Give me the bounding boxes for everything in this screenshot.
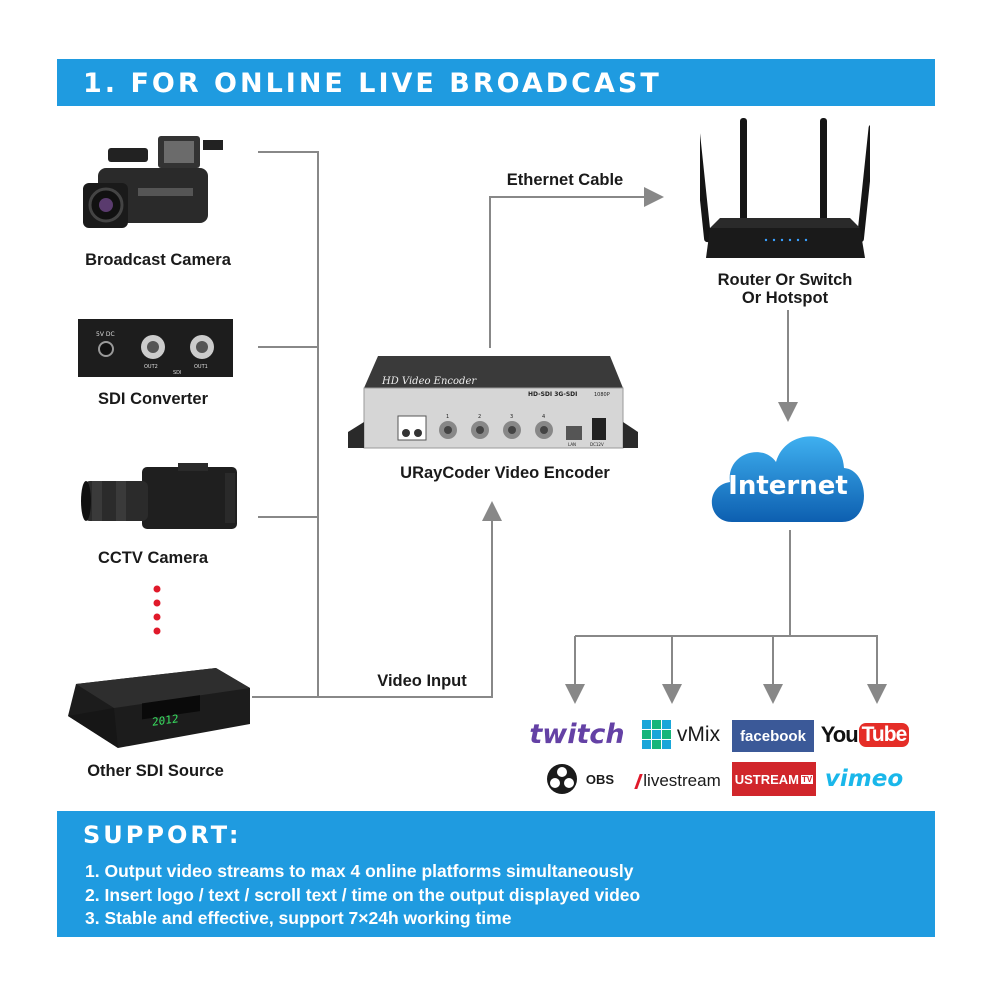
router-image: [700, 118, 870, 258]
livestream-logo: livestream: [630, 766, 728, 796]
header-banner: 1. FOR ONLINE LIVE BROADCAST: [57, 59, 935, 106]
sdi-converter-image: 5V DC OUT2 OUT1 SDI: [78, 319, 233, 377]
youtube-you: You: [820, 722, 859, 747]
support-banner: SUPPORT: 1. Output video streams to max …: [57, 811, 935, 937]
encoder-port-1: 1: [446, 414, 449, 420]
broadcast-camera-image: [83, 136, 223, 228]
converter-out1-text: OUT1: [194, 364, 208, 370]
video-input-label: Video Input: [377, 672, 467, 690]
wire-camera: [258, 151, 319, 697]
vmix-text: vMix: [676, 723, 721, 746]
encoder-device-badge: 1080P: [594, 392, 610, 398]
support-line-2: 2. Insert logo / text / scroll text / ti…: [85, 885, 641, 905]
converter-sdi-text: SDI: [173, 370, 182, 376]
livestream-text: livestream: [643, 771, 721, 790]
livestream-mark: [634, 773, 643, 789]
obs-logo: OBS: [540, 762, 620, 796]
converter-out2-text: OUT2: [144, 364, 158, 370]
header-title: 1. FOR ONLINE LIVE BROADCAST: [83, 68, 662, 99]
youtube-tube: Tube: [858, 723, 910, 747]
support-title: SUPPORT:: [83, 821, 242, 849]
obs-text: OBS: [585, 771, 615, 787]
twitch-logo: twitch: [529, 718, 625, 750]
encoder-port-3: 3: [510, 414, 513, 420]
facebook-logo: facebook: [732, 720, 814, 752]
router-label-line2: Or Hotspot: [741, 289, 829, 307]
sdi-source-box-image: 2012: [68, 668, 250, 748]
support-line-1: 1. Output video streams to max 4 online …: [85, 861, 634, 881]
video-encoder-image: HD Video Encoder HD-SDI 3G-SDI 1080P 1 2…: [348, 356, 638, 449]
encoder-device-title: HD Video Encoder: [381, 376, 477, 387]
video-input-arrow: [252, 501, 502, 698]
router-label-line1: Router Or Switch: [717, 271, 853, 289]
encoder-dc-text: DC12V: [590, 442, 604, 447]
encoder-lan-text: LAN: [568, 442, 576, 447]
sdi-converter-label: SDI Converter: [97, 390, 209, 408]
broadcast-camera-label: Broadcast Camera: [85, 251, 231, 269]
encoder-label: URayCoder Video Encoder: [400, 464, 610, 482]
encoder-device-model: HD-SDI 3G-SDI: [528, 391, 577, 398]
encoder-port-2: 2: [478, 414, 481, 420]
vmix-logo: vMix: [636, 718, 726, 752]
more-sources-dots: [153, 585, 161, 635]
obs-icon: [546, 764, 577, 794]
support-line-3: 3. Stable and effective, support 7×24h w…: [85, 908, 512, 928]
converter-dc-text: 5V DC: [96, 331, 115, 338]
youtube-logo: You Tube: [820, 718, 910, 752]
ustream-logo: USTREAM TV: [732, 762, 816, 796]
ustream-text: USTREAM: [734, 771, 800, 787]
internet-label: Internet: [728, 471, 848, 501]
vmix-grid-icon: [641, 720, 671, 749]
internet-cloud-icon: Internet: [711, 436, 864, 522]
ethernet-arrow: [489, 187, 664, 348]
router-label: Router Or Switch Or Hotspot: [690, 271, 880, 307]
cctv-camera-label: CCTV Camera: [97, 549, 209, 567]
box-display: 2012: [152, 712, 178, 729]
ethernet-cable-label: Ethernet Cable: [506, 171, 624, 189]
vimeo-logo: vimeo: [824, 766, 904, 792]
other-sdi-source-label: Other SDI Source: [87, 762, 224, 780]
encoder-port-4: 4: [542, 414, 545, 420]
ustream-tv: TV: [801, 774, 814, 784]
cctv-camera-image: [81, 463, 237, 529]
